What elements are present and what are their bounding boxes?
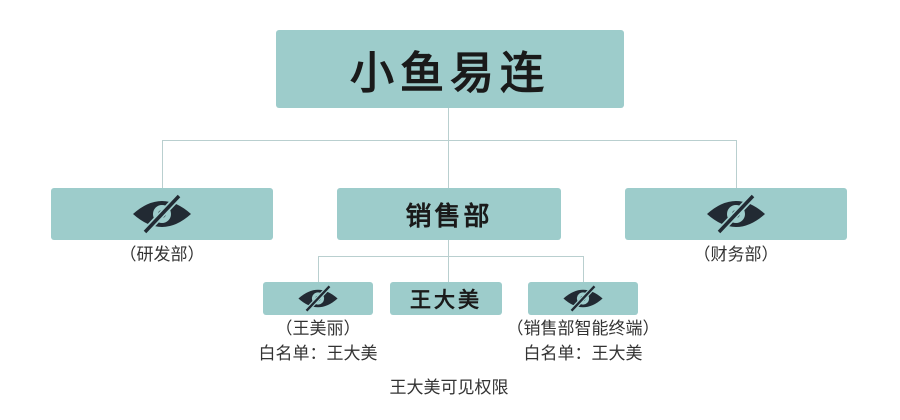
member-node-wangmeili-hidden [263,282,373,315]
eye-slash-icon [297,285,339,312]
dept-label-finance: （财务部） [693,245,779,265]
connector [318,256,319,282]
connector [448,240,449,256]
connector [448,108,449,140]
connector [448,140,449,188]
member-label-terminal: （销售部智能终端） [506,319,660,339]
eye-slash-icon [705,194,767,234]
eye-slash-icon [562,285,604,312]
whitelist-label: 白名单：王大美 [258,344,378,364]
dept-label-rnd: （研发部） [119,245,205,265]
dept-node-sales: 销售部 [337,188,561,240]
connector [162,140,737,141]
diagram-caption: 王大美可见权限 [389,378,509,398]
connector [162,140,163,188]
dept-node-finance-hidden [625,188,847,240]
root-node: 小鱼易连 [276,30,624,108]
eye-slash-icon [131,194,193,234]
connector [318,256,584,257]
whitelist-label: 白名单：王大美 [523,344,643,364]
connector [448,256,449,282]
dept-node-rnd-hidden [51,188,273,240]
member-node-wangdamei: 王大美 [390,282,502,315]
member-label-wangmeili: （王美丽） [275,319,361,339]
connector [736,140,737,188]
connector [583,256,584,282]
member-node-terminal-hidden [528,282,638,315]
